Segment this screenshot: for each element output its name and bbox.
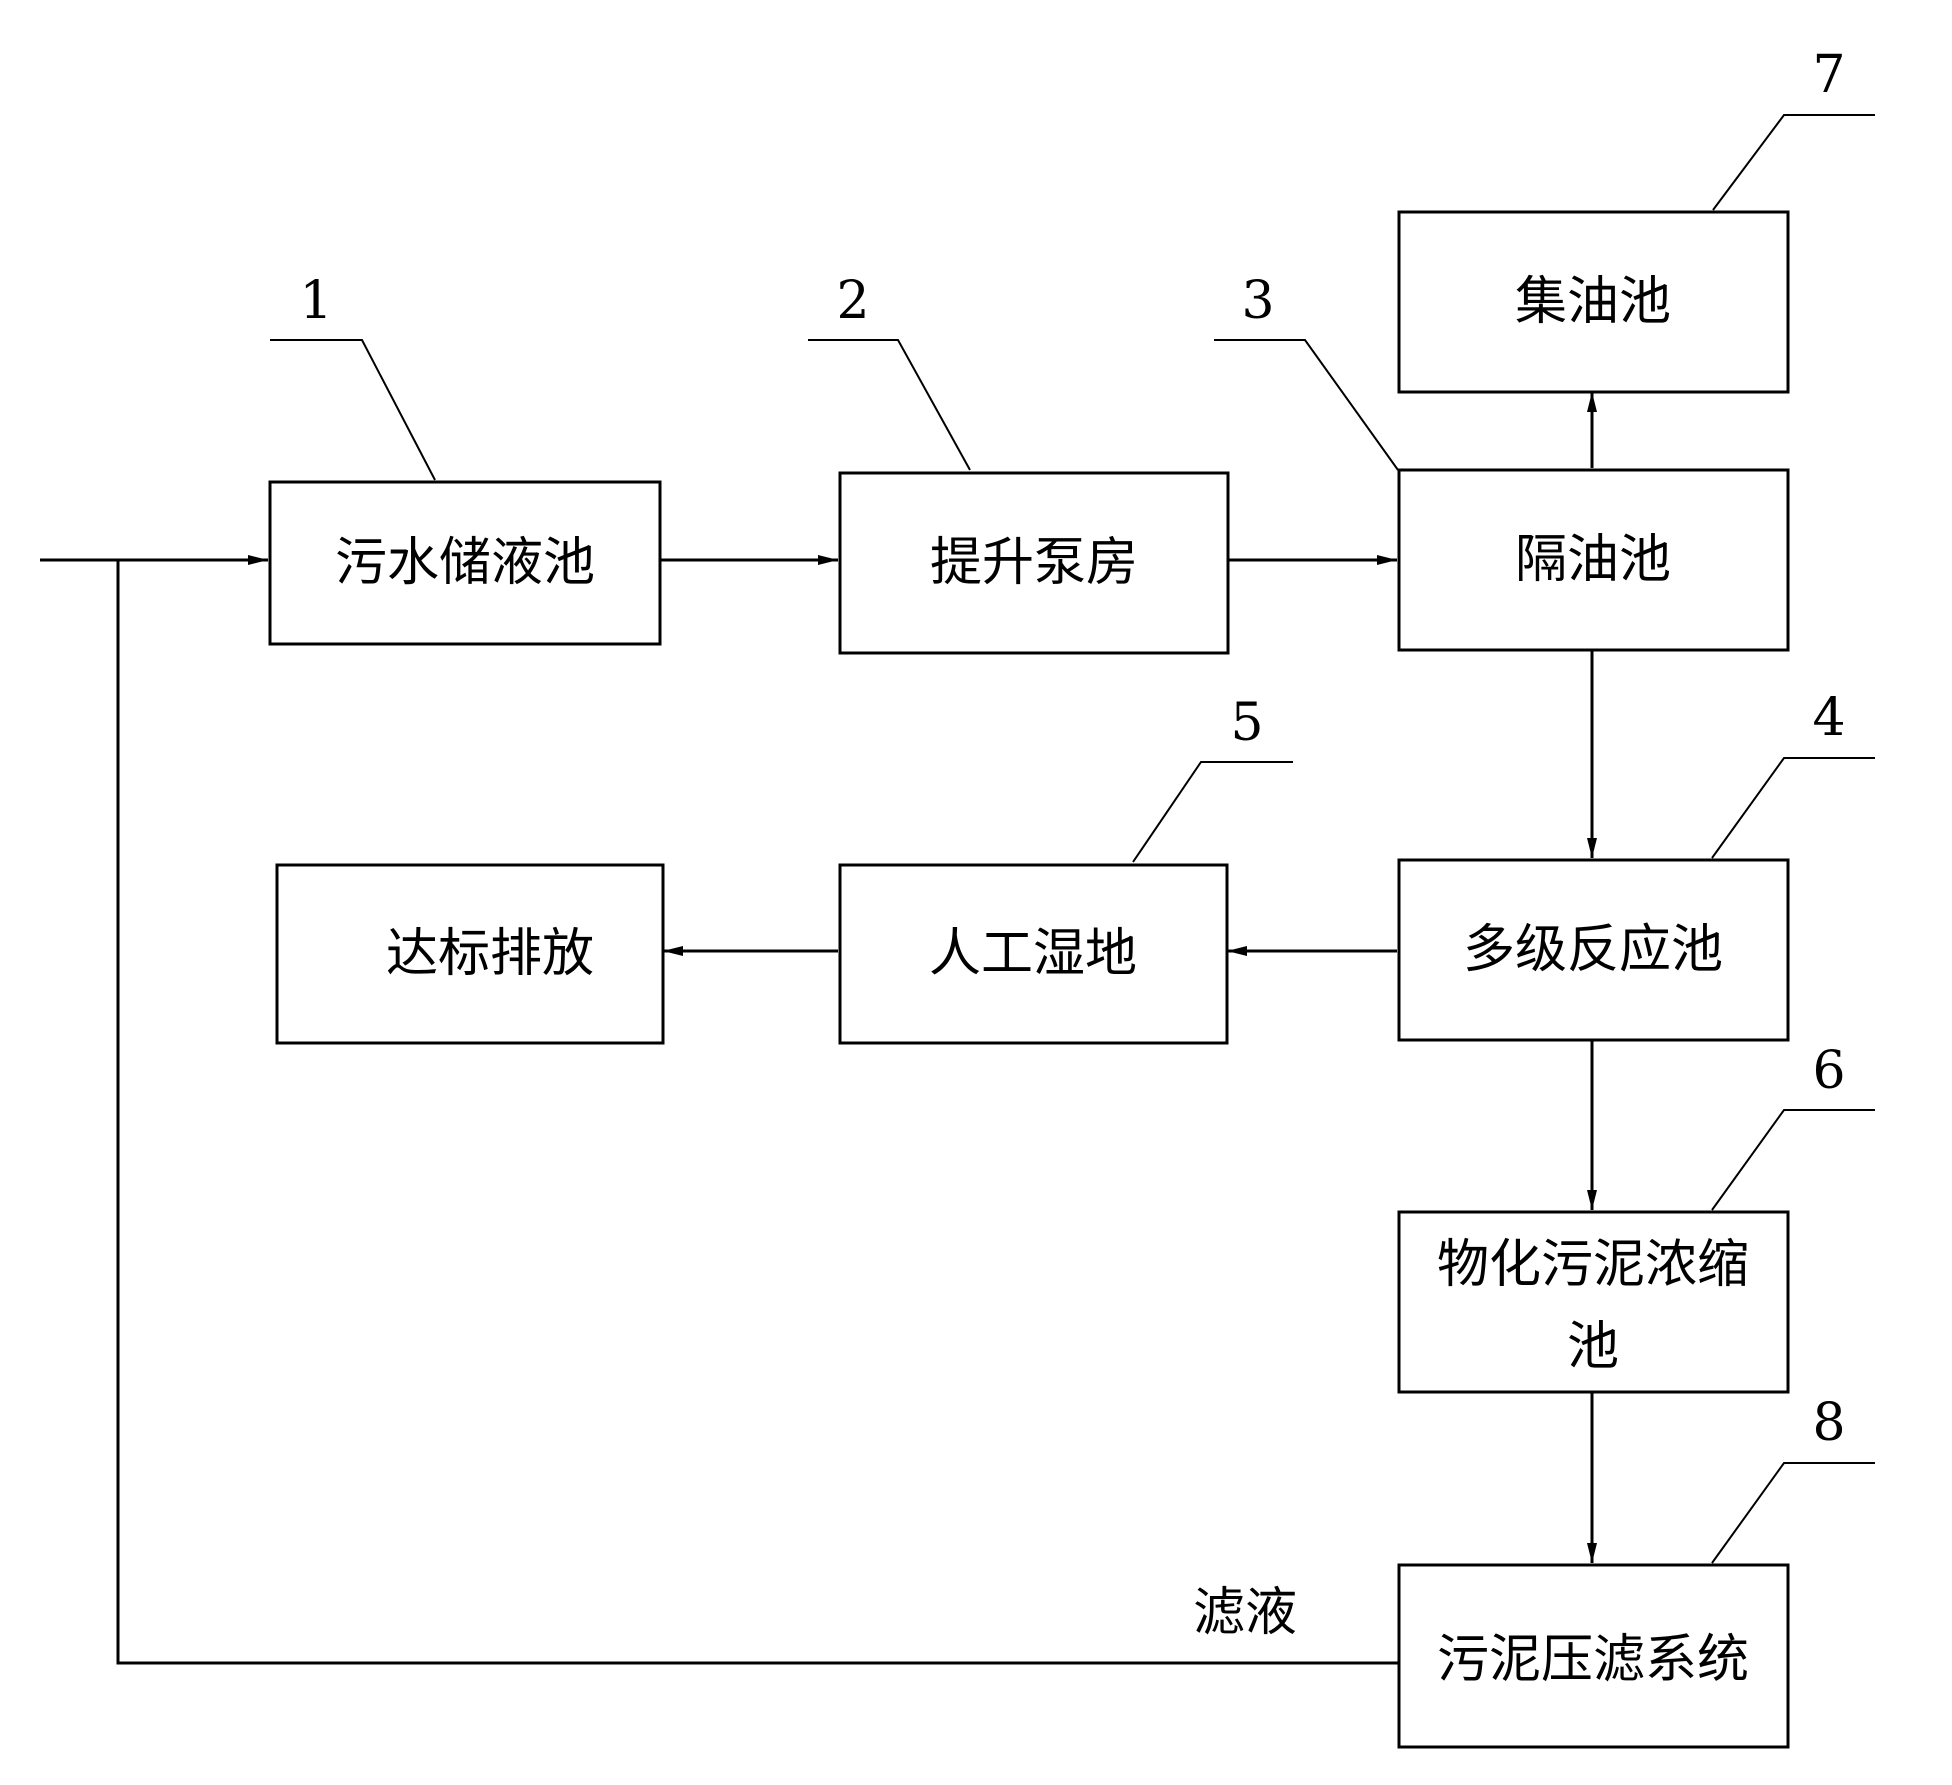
label-constructed-wetland: 人工湿地 xyxy=(929,924,1137,984)
ref-leader-3: 3 xyxy=(1214,271,1399,471)
ref-leader-4: 4 xyxy=(1711,688,1875,859)
ref-number-8: 8 xyxy=(1812,1393,1845,1453)
box-lift-pump-house: 提升泵房 xyxy=(838,471,1230,655)
ref-leader-2: 2 xyxy=(808,271,971,471)
filtrate-return-line xyxy=(116,560,1398,1665)
ref-leader-1: 1 xyxy=(270,271,436,481)
label-sewage-storage-tank: 污水储液池 xyxy=(335,533,595,593)
ref-number-1: 1 xyxy=(299,271,332,331)
ref-leader-8: 8 xyxy=(1711,1393,1875,1564)
ref-leader-6: 6 xyxy=(1711,1041,1875,1211)
ref-number-7: 7 xyxy=(1812,45,1845,105)
label-sludge-thickening-tank-line1: 物化污泥浓缩 xyxy=(1437,1235,1749,1295)
label-sludge-thickening-tank-line2: 池 xyxy=(1567,1317,1619,1377)
label-sludge-filter-press: 污泥压滤系统 xyxy=(1437,1630,1749,1690)
box-discharge: 达标排放 xyxy=(275,863,665,1045)
box-sewage-storage-tank: 污水储液池 xyxy=(268,480,662,646)
label-multistage-reaction-tank: 多级反应池 xyxy=(1463,920,1723,980)
box-sludge-filter-press: 污泥压滤系统 xyxy=(1397,1563,1790,1749)
ref-number-5: 5 xyxy=(1230,693,1263,753)
ref-number-3: 3 xyxy=(1241,271,1274,331)
label-lift-pump-house: 提升泵房 xyxy=(930,533,1138,593)
box-constructed-wetland: 人工湿地 xyxy=(838,863,1229,1045)
filtrate-label: 滤液 xyxy=(1193,1583,1297,1643)
ref-leader-5: 5 xyxy=(1132,693,1293,863)
ref-number-6: 6 xyxy=(1812,1041,1845,1101)
box-multistage-reaction-tank: 多级反应池 xyxy=(1397,858,1790,1042)
ref-number-4: 4 xyxy=(1812,688,1845,748)
ref-leader-7: 7 xyxy=(1712,45,1875,211)
box-oil-collection-tank: 集油池 xyxy=(1397,210,1790,394)
box-oil-separation-tank: 隔油池 xyxy=(1397,468,1790,652)
box-sludge-thickening-tank: 物化污泥浓缩 池 xyxy=(1397,1210,1790,1394)
ref-number-2: 2 xyxy=(836,271,869,331)
label-discharge: 达标排放 xyxy=(386,924,594,984)
label-oil-separation-tank: 隔油池 xyxy=(1515,530,1671,590)
label-oil-collection-tank: 集油池 xyxy=(1515,272,1671,332)
